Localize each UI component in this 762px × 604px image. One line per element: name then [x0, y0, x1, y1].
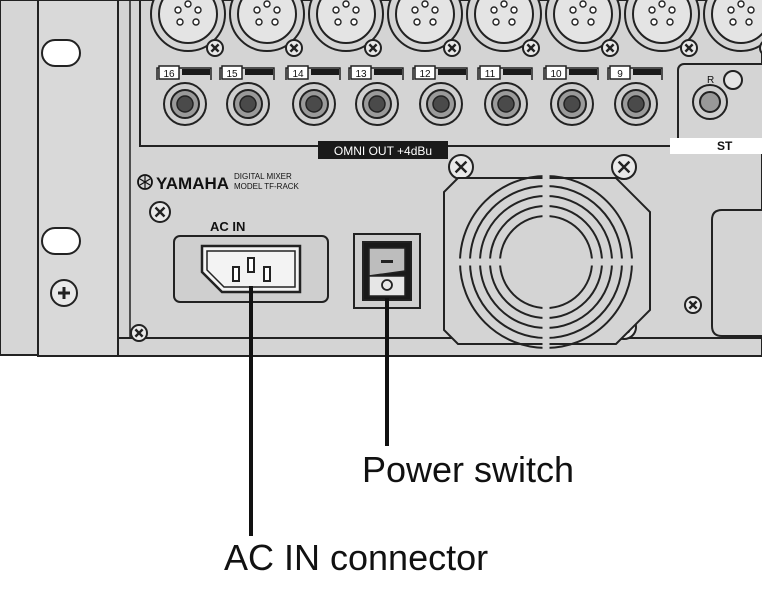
xlr-screw	[601, 39, 619, 57]
rack-ear-screw	[50, 279, 78, 307]
phone-jack-row	[156, 67, 663, 126]
st-label: ST	[717, 139, 733, 153]
xlr-connector	[229, 0, 305, 57]
channel-bar-marker	[569, 69, 597, 75]
channel-label: 12	[414, 65, 466, 80]
yamaha-logo: YAMAHA DIGITAL MIXER MODEL TF-RACK	[137, 172, 300, 193]
panel-screw-bottom	[130, 324, 148, 342]
channel-number: 15	[226, 69, 238, 80]
omni-out-frame	[139, 0, 762, 147]
channel-number: 11	[485, 69, 496, 80]
xlr-screw	[522, 39, 540, 57]
channel-bar-marker	[245, 69, 273, 75]
channel-number: 16	[163, 69, 175, 80]
channel-label: 9	[609, 65, 661, 80]
channel-bar-marker	[633, 69, 661, 75]
expansion-module-edge	[711, 209, 762, 337]
channel-label: 13	[350, 65, 402, 80]
yamaha-tuning-fork-emblem	[137, 174, 153, 190]
xlr-connector	[150, 0, 226, 57]
phone-jack-output	[543, 67, 599, 126]
channel-label-row: 16 15 14 13 12 11 10 9	[158, 65, 661, 80]
xlr-connector-row	[150, 0, 762, 57]
ac-in-panel-label: AC IN	[210, 219, 245, 234]
channel-label: 14	[287, 65, 339, 80]
panel-screw	[149, 201, 171, 223]
xlr-connector	[624, 0, 700, 57]
fan-screw-top-left	[448, 154, 474, 180]
rack-ear-slot-top	[41, 39, 81, 67]
phone-jack-output	[477, 67, 533, 126]
omni-out-label-box: OMNI OUT +4dBu	[318, 141, 448, 159]
phone-jack-output	[285, 67, 341, 126]
channel-bar-marker	[374, 69, 402, 75]
channel-bar-marker	[503, 69, 531, 75]
cooling-fan-grille	[443, 170, 651, 354]
omni-out-label: OMNI OUT +4dBu	[334, 144, 432, 158]
xlr-screw	[680, 39, 698, 57]
phone-jack-output	[412, 67, 468, 126]
brand-wordmark: YAMAHA	[156, 174, 229, 193]
st-r-label: R	[707, 75, 714, 86]
xlr-screw	[443, 39, 461, 57]
ac-pin-earth	[247, 257, 255, 273]
phone-jack-output	[156, 67, 212, 126]
xlr-connector	[387, 0, 463, 57]
xlr-connector	[466, 0, 542, 57]
channel-label: 11	[479, 65, 531, 80]
channel-label: 16	[158, 65, 210, 80]
xlr-screw	[364, 39, 382, 57]
channel-bar-marker	[311, 69, 339, 75]
ac-pin-right	[263, 266, 271, 282]
power-switch[interactable]	[353, 233, 421, 309]
xlr-screw	[285, 39, 303, 57]
fan-screw-top-right	[611, 154, 637, 180]
channel-number: 14	[292, 69, 304, 80]
channel-number: 10	[550, 69, 562, 80]
ac-in-connector-callout: AC IN connector	[224, 537, 489, 578]
phone-jack-output	[607, 67, 663, 126]
channel-bar-marker	[182, 69, 210, 75]
xlr-connector	[308, 0, 384, 57]
rack-ear-slot-bottom	[41, 227, 81, 255]
module-screw-lower	[684, 296, 702, 314]
power-on-mark	[381, 260, 393, 263]
st-output-section: R ST	[670, 63, 762, 154]
xlr-screw	[206, 39, 224, 57]
xlr-connector	[545, 0, 621, 57]
ac-pin-left	[232, 266, 240, 282]
power-switch-callout: Power switch	[362, 449, 575, 490]
channel-number: 12	[419, 69, 431, 80]
rack-ear	[0, 0, 119, 357]
phone-jack-output	[219, 67, 275, 126]
xlr-connector	[703, 0, 762, 55]
channel-number: 13	[355, 69, 367, 80]
phone-jack-output	[348, 67, 404, 126]
channel-label: 15	[221, 65, 273, 80]
channel-number: 9	[617, 69, 623, 80]
channel-label: 10	[545, 65, 597, 80]
channel-bar-marker	[438, 69, 466, 75]
model-line-2: MODEL TF-RACK	[234, 182, 300, 191]
power-off-mark	[381, 279, 393, 291]
model-line-1: DIGITAL MIXER	[234, 172, 292, 181]
